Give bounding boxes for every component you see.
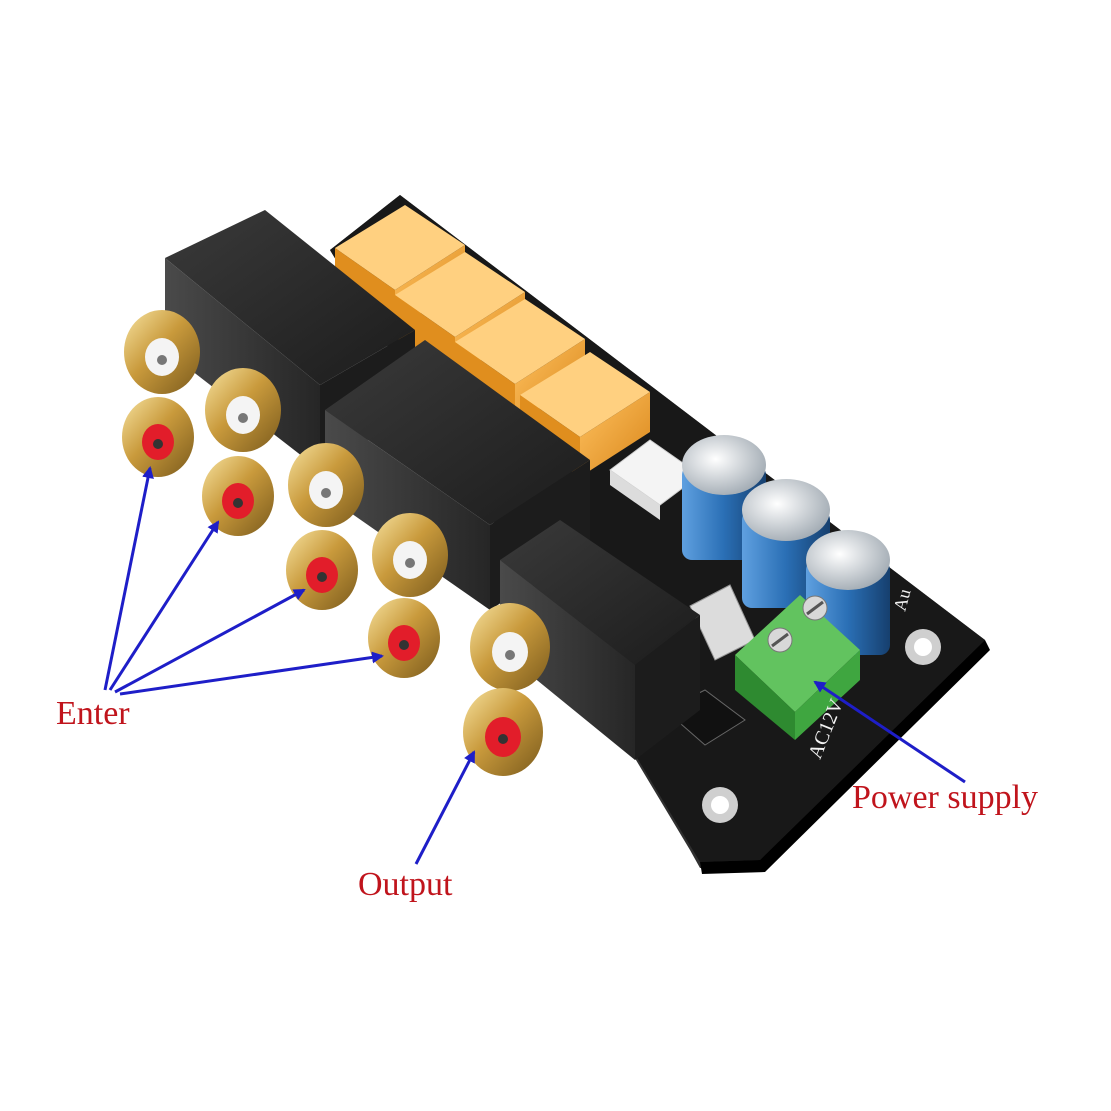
- rca-jack-red: [463, 688, 543, 776]
- power-supply-label: Power supply: [852, 779, 1039, 816]
- rca-jack-white: [124, 310, 200, 394]
- enter-arrow: [119, 651, 384, 696]
- output-arrow-group: [414, 750, 476, 865]
- rca-jack-red: [122, 397, 194, 477]
- enter-arrow: [114, 588, 306, 694]
- rca-jack-block: [500, 520, 700, 760]
- rca-jack-red: [286, 530, 358, 610]
- rca-jack-red: [202, 456, 274, 536]
- output-arrow: [414, 750, 476, 865]
- output-label: Output: [358, 866, 453, 903]
- enter-arrow: [108, 520, 220, 691]
- rca-jack-white: [205, 368, 281, 452]
- rca-jack-red: [368, 598, 440, 678]
- enter-label: Enter: [56, 695, 130, 732]
- rca-jack-white: [288, 443, 364, 527]
- enter-arrows: [103, 466, 384, 696]
- rca-jack-white: [470, 603, 550, 691]
- capacitors: [682, 435, 890, 655]
- enter-arrow: [103, 466, 154, 691]
- output-jacks: [463, 603, 550, 776]
- rca-jack-white: [372, 513, 448, 597]
- power-supply-arrow: [813, 680, 966, 784]
- input-jacks: [122, 310, 448, 678]
- power-arrow-group: [813, 680, 966, 784]
